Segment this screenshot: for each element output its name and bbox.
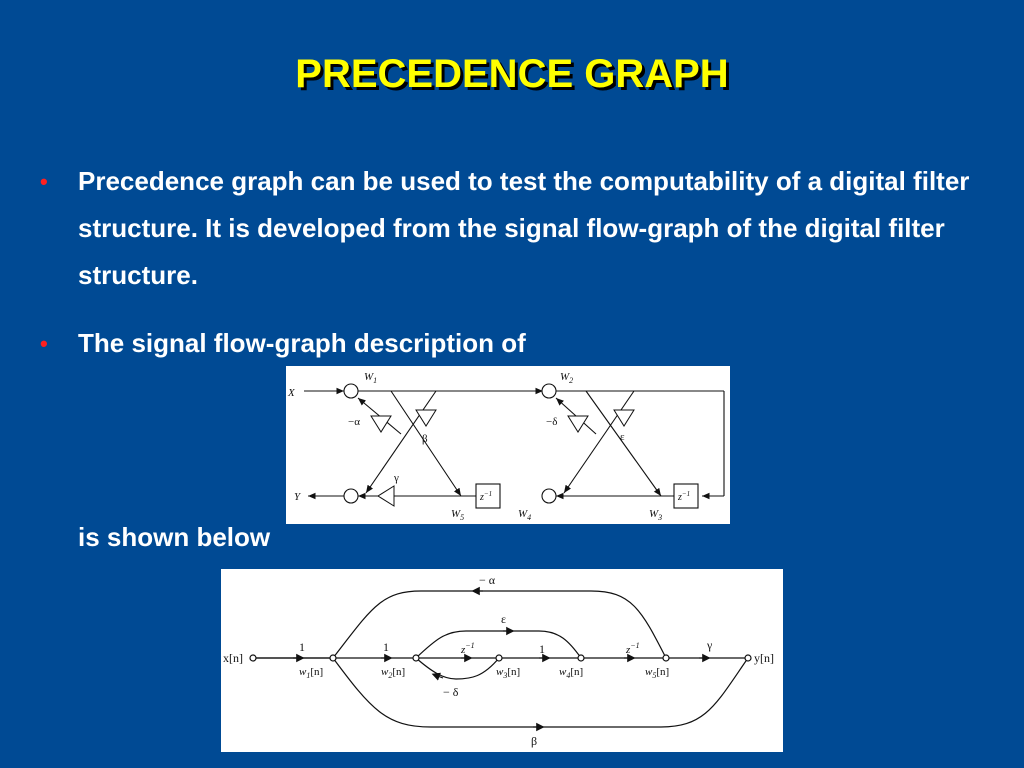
edge-gain-gamma: γ [706,638,713,652]
gain-alpha-label: −α [348,416,360,428]
node-w5-label: W5 [451,508,464,522]
node-w2-label: w2[n] [381,666,405,680]
node-w3-label: W3 [649,508,662,522]
node-w1-label: w1[n] [299,666,323,680]
output-label: Y [294,491,302,503]
node-w4-label: W4 [518,508,531,522]
edge-gain-alpha: − α [479,573,496,587]
signal-flow-graph-svg: X Y W1 W2 W3 W4 W5 −α β −δ ε γ z−1 z−1 [287,371,725,522]
bullet-marker: • [40,331,48,356]
delay-box-1-label: z−1 [479,490,492,503]
precedence-graph-svg: x[n] y[n] 1 1 1 − α ε − δ β γ z−1 z−1 w1… [223,573,774,748]
bullet-text-1: Precedence graph can be used to test the… [78,166,970,290]
precedence-graph-figure: x[n] y[n] 1 1 1 − α ε − δ β γ z−1 z−1 w1… [221,569,783,752]
edge-delay-b: z−1 [625,641,640,656]
gain-epsilon-label: ε [620,431,625,443]
node-w2-label: W2 [560,371,573,385]
gain-delta-label: −δ [546,416,557,428]
node-w1-label: W1 [364,371,377,385]
output-y-label: y[n] [754,651,774,665]
bullet-item-1: • Precedence graph can be used to test t… [40,158,1010,308]
input-label: X [287,387,296,399]
bullet-item-2: • The signal flow-graph description of [40,320,1010,370]
bullet-text-2: The signal flow-graph description of [78,328,526,358]
edge-delay-a: z−1 [460,641,475,656]
edge-gain-1a: 1 [299,640,305,654]
edge-gain-delta: − δ [443,685,459,699]
bullet-marker: • [40,169,48,194]
slide-title: PRECEDENCE GRAPH [295,52,729,96]
signal-flow-graph-figure: X Y W1 W2 W3 W4 W5 −α β −δ ε γ z−1 z−1 [286,366,730,524]
edge-gain-1b: 1 [383,640,389,654]
edge-gain-beta: β [531,734,537,748]
input-x-label: x[n] [223,651,243,665]
continuation-text: is shown below [78,522,271,552]
delay-box-2-label: z−1 [677,490,690,503]
node-w4-label: w4[n] [559,666,583,680]
gain-gamma-label: γ [393,472,399,484]
node-w5-label: w5[n] [645,666,669,680]
edge-gain-1c: 1 [539,642,545,656]
gain-beta-label: β [422,433,428,445]
node-w3-label: w3[n] [496,666,520,680]
edge-gain-epsilon: ε [501,612,506,626]
